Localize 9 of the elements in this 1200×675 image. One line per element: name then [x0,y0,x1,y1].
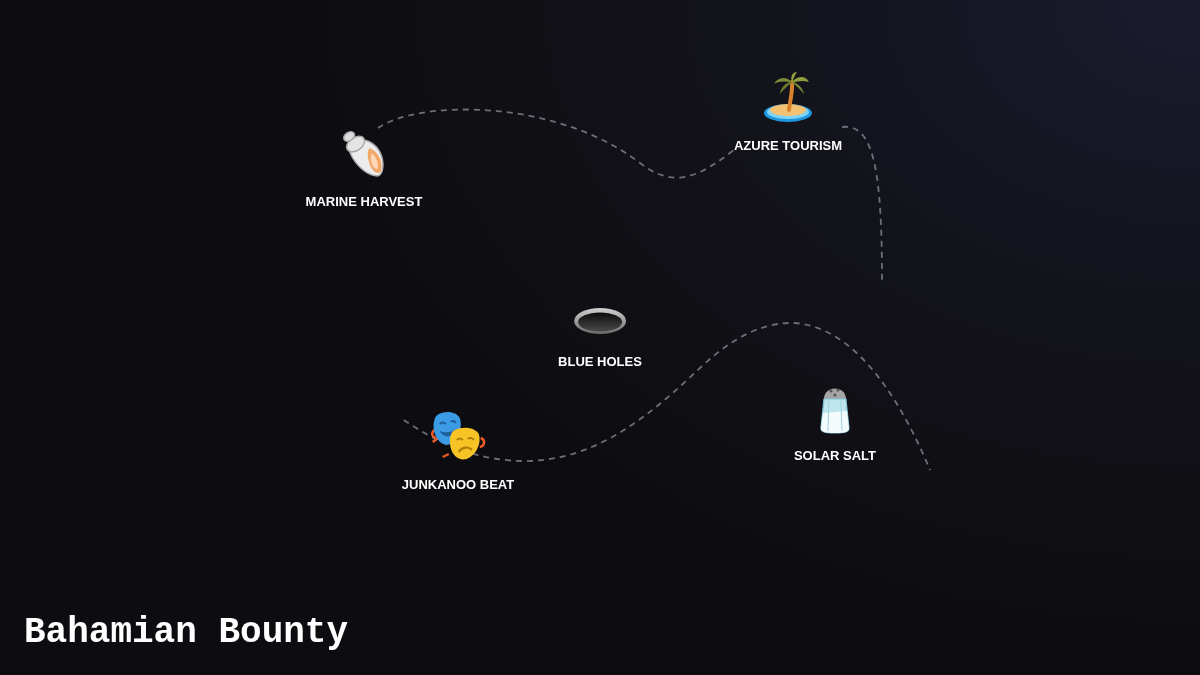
node-label: BLUE HOLES [558,354,642,370]
diagram-title: Bahamian Bounty [24,611,349,655]
node-label: AZURE TOURISM [733,138,843,154]
node-label: SOLAR SALT [793,448,877,464]
dashed-path [402,322,931,471]
dashed-path [377,108,735,179]
node-label: JUNKANOO BEAT [401,477,515,493]
dashed-path [841,126,883,283]
node-label: MARINE HARVEST [305,194,423,210]
